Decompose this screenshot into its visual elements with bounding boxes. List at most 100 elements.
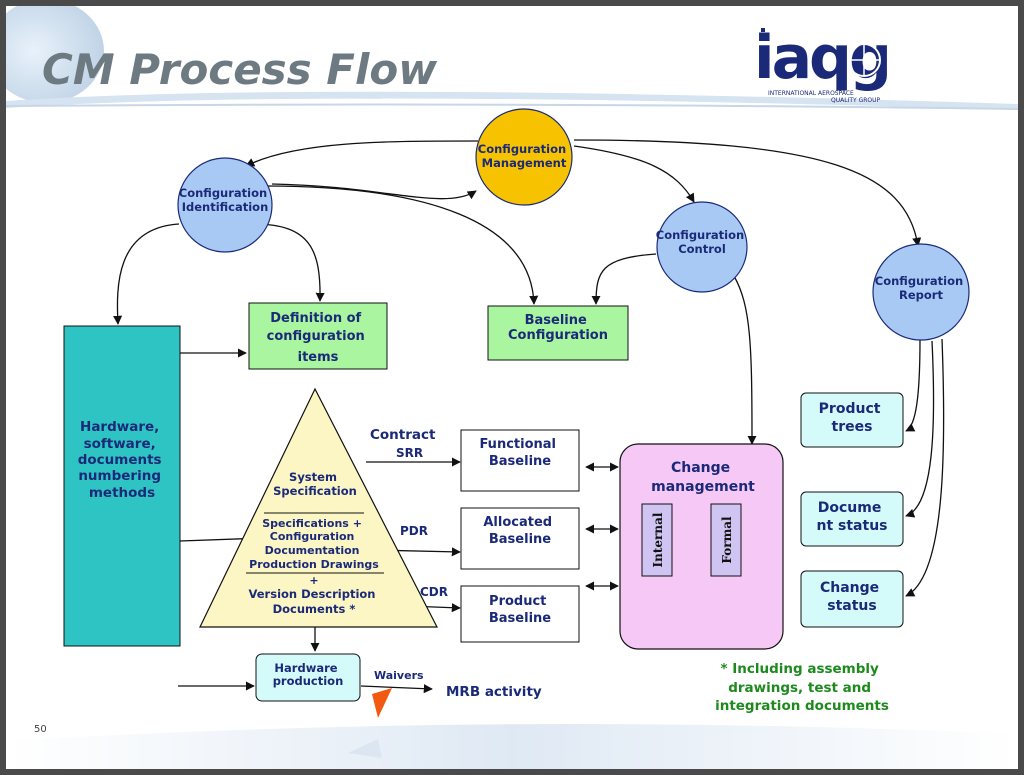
document-status-line2: nt status [817,518,888,534]
logo-subtitle-1: INTERNATIONAL AEROSPACE [768,90,854,97]
config-control-line2: Control [678,242,726,256]
hardware-production-line2: production [273,674,344,688]
config-control-line1: Configuration [656,228,744,242]
svg-text:Version Description Docu: Version Description Documents * [248,587,379,616]
waiver-flag-icon [372,688,392,718]
config-management-node: Configuration Management [475,108,573,206]
svg-text:Definition of configurat: Definition of configuration items [267,311,370,365]
product-baseline-line1: Product [489,594,546,609]
triangle-bottom-2: Documents * [273,602,356,616]
definition-items-line2: configuration [267,329,365,344]
internal-label: Internal [651,512,665,567]
label-contract: Contract [370,427,436,443]
config-management-line2: Management [482,156,567,170]
triangle-mid-4: Production Drawings [249,558,379,571]
svg-text:* Including assembly drawi: * Including assembly drawings, test and … [715,661,889,714]
change-status-line1: Change [820,580,879,596]
product-trees-line2: trees [832,419,873,435]
page-number: 50 [34,724,47,735]
slide-title: CM Process Flow [42,45,437,94]
change-management-line1: Change [671,460,730,476]
change-status-line2: status [827,598,876,614]
product-trees-box: Product trees [800,392,904,448]
svg-text:Specifications + Configu: Specifications + Configuration Documenta… [249,517,379,571]
footnote-line1: * Including assembly [720,661,879,677]
numbering-line4: numbering [78,468,161,484]
specification-triangle: System Specification Specifications + Co… [199,387,438,628]
functional-baseline-line2: Baseline [489,454,551,469]
svg-text:Docume nt status: Docume nt status [817,500,888,534]
label-waivers: Waivers [374,669,424,682]
triangle-mid-5: + [309,574,318,587]
change-status-box: Change status [800,570,904,628]
hardware-production-box: Hardware production [255,653,361,702]
config-report-line1: Configuration [875,274,963,288]
definition-items-line3: items [298,350,339,365]
svg-text:Hardware production: Hardware production [273,661,344,688]
iaqg-logo: iaqg INTERNATIONAL AEROSPACE QUALITY GRO… [754,23,892,104]
svg-text:Change management: Change management [651,460,755,495]
config-control-node: Configuration Control [656,201,748,293]
numbering-methods-box: Hardware, software, documents numbering … [63,325,181,647]
svg-text:System Specification: System Specification [273,470,357,498]
svg-text:Configuration Management: Configuration Management [478,142,570,170]
footer-decoration [6,724,1018,769]
baseline-config-box: Baseline Configuration [487,305,629,361]
numbering-line2: software, [84,436,156,452]
allocated-baseline-line1: Allocated [483,515,552,530]
config-report-node: Configuration Report [872,243,970,341]
logo-wordmark: iaqg [754,23,889,93]
svg-text:Change status: Change status [820,580,884,614]
svg-text:Configuration Identifica: Configuration Identification [179,186,271,214]
product-trees-line1: Product [819,401,881,417]
label-cdr: CDR [420,585,448,599]
definition-items-box: Definition of configuration items [248,302,388,370]
product-baseline-box: Product Baseline [460,585,580,643]
footnote-line2: drawings, test and [728,680,871,696]
slide: CM Process Flow iaqg INTERNATIONAL AEROS… [6,6,1018,769]
cm-process-flow-diagram: CM Process Flow iaqg INTERNATIONAL AEROS… [6,6,1018,769]
triangle-system-spec-1: System [289,470,337,484]
svg-text:Hardware, software,: Hardware, software, documents numbering … [78,419,167,501]
svg-text:Product Baseline: Product Baseline [489,594,551,626]
label-srr: SRR [396,446,423,460]
numbering-line3: documents [78,452,162,468]
numbering-line5: methods [89,485,155,501]
change-management-box: Change management Internal Formal [619,443,784,650]
functional-baseline-line1: Functional [479,437,556,452]
connector-arrows [113,139,945,694]
config-identification-line2: Identification [182,200,269,214]
footnote-line3: integration documents [715,698,889,714]
triangle-mid-3: Documentation [265,544,360,557]
svg-text:Baseline Configuration: Baseline Configuration [508,313,608,343]
internal-box [641,503,673,577]
allocated-baseline-line2: Baseline [489,532,551,547]
config-identification-line1: Configuration [179,186,267,200]
functional-baseline-box: Functional Baseline [460,429,580,492]
config-report-line2: Report [899,288,943,302]
svg-text:Functional Baseline: Functional Baseline [479,437,560,469]
change-management-line2: management [651,479,755,495]
baseline-config-line2: Configuration [508,328,608,343]
header-decoration [6,6,1018,110]
document-status-box: Docume nt status [800,491,904,547]
numbering-line1: Hardware, [80,419,159,435]
config-identification-node: Configuration Identification [177,157,273,253]
baseline-config-line1: Baseline [525,313,587,328]
definition-items-line1: Definition of [270,311,361,326]
triangle-system-spec-2: Specification [273,484,357,498]
formal-box [710,503,742,577]
svg-text:Allocated Baseline: Allocated Baseline [483,515,556,547]
label-pdr: PDR [400,524,428,538]
formal-label: Formal [720,516,734,564]
svg-text:Configuration Report: Configuration Report [875,274,967,302]
document-status-line1: Docume [818,500,882,516]
triangle-bottom-1: Version Description [248,587,375,601]
label-mrb-activity: MRB activity [446,684,542,700]
svg-text:Product trees: Product trees [819,401,886,435]
product-baseline-line2: Baseline [489,611,551,626]
allocated-baseline-box: Allocated Baseline [460,507,580,570]
triangle-mid-1: Specifications + [262,517,362,530]
svg-text:Configuration Control: Configuration Control [656,228,748,256]
triangle-mid-2: Configuration [270,530,355,543]
